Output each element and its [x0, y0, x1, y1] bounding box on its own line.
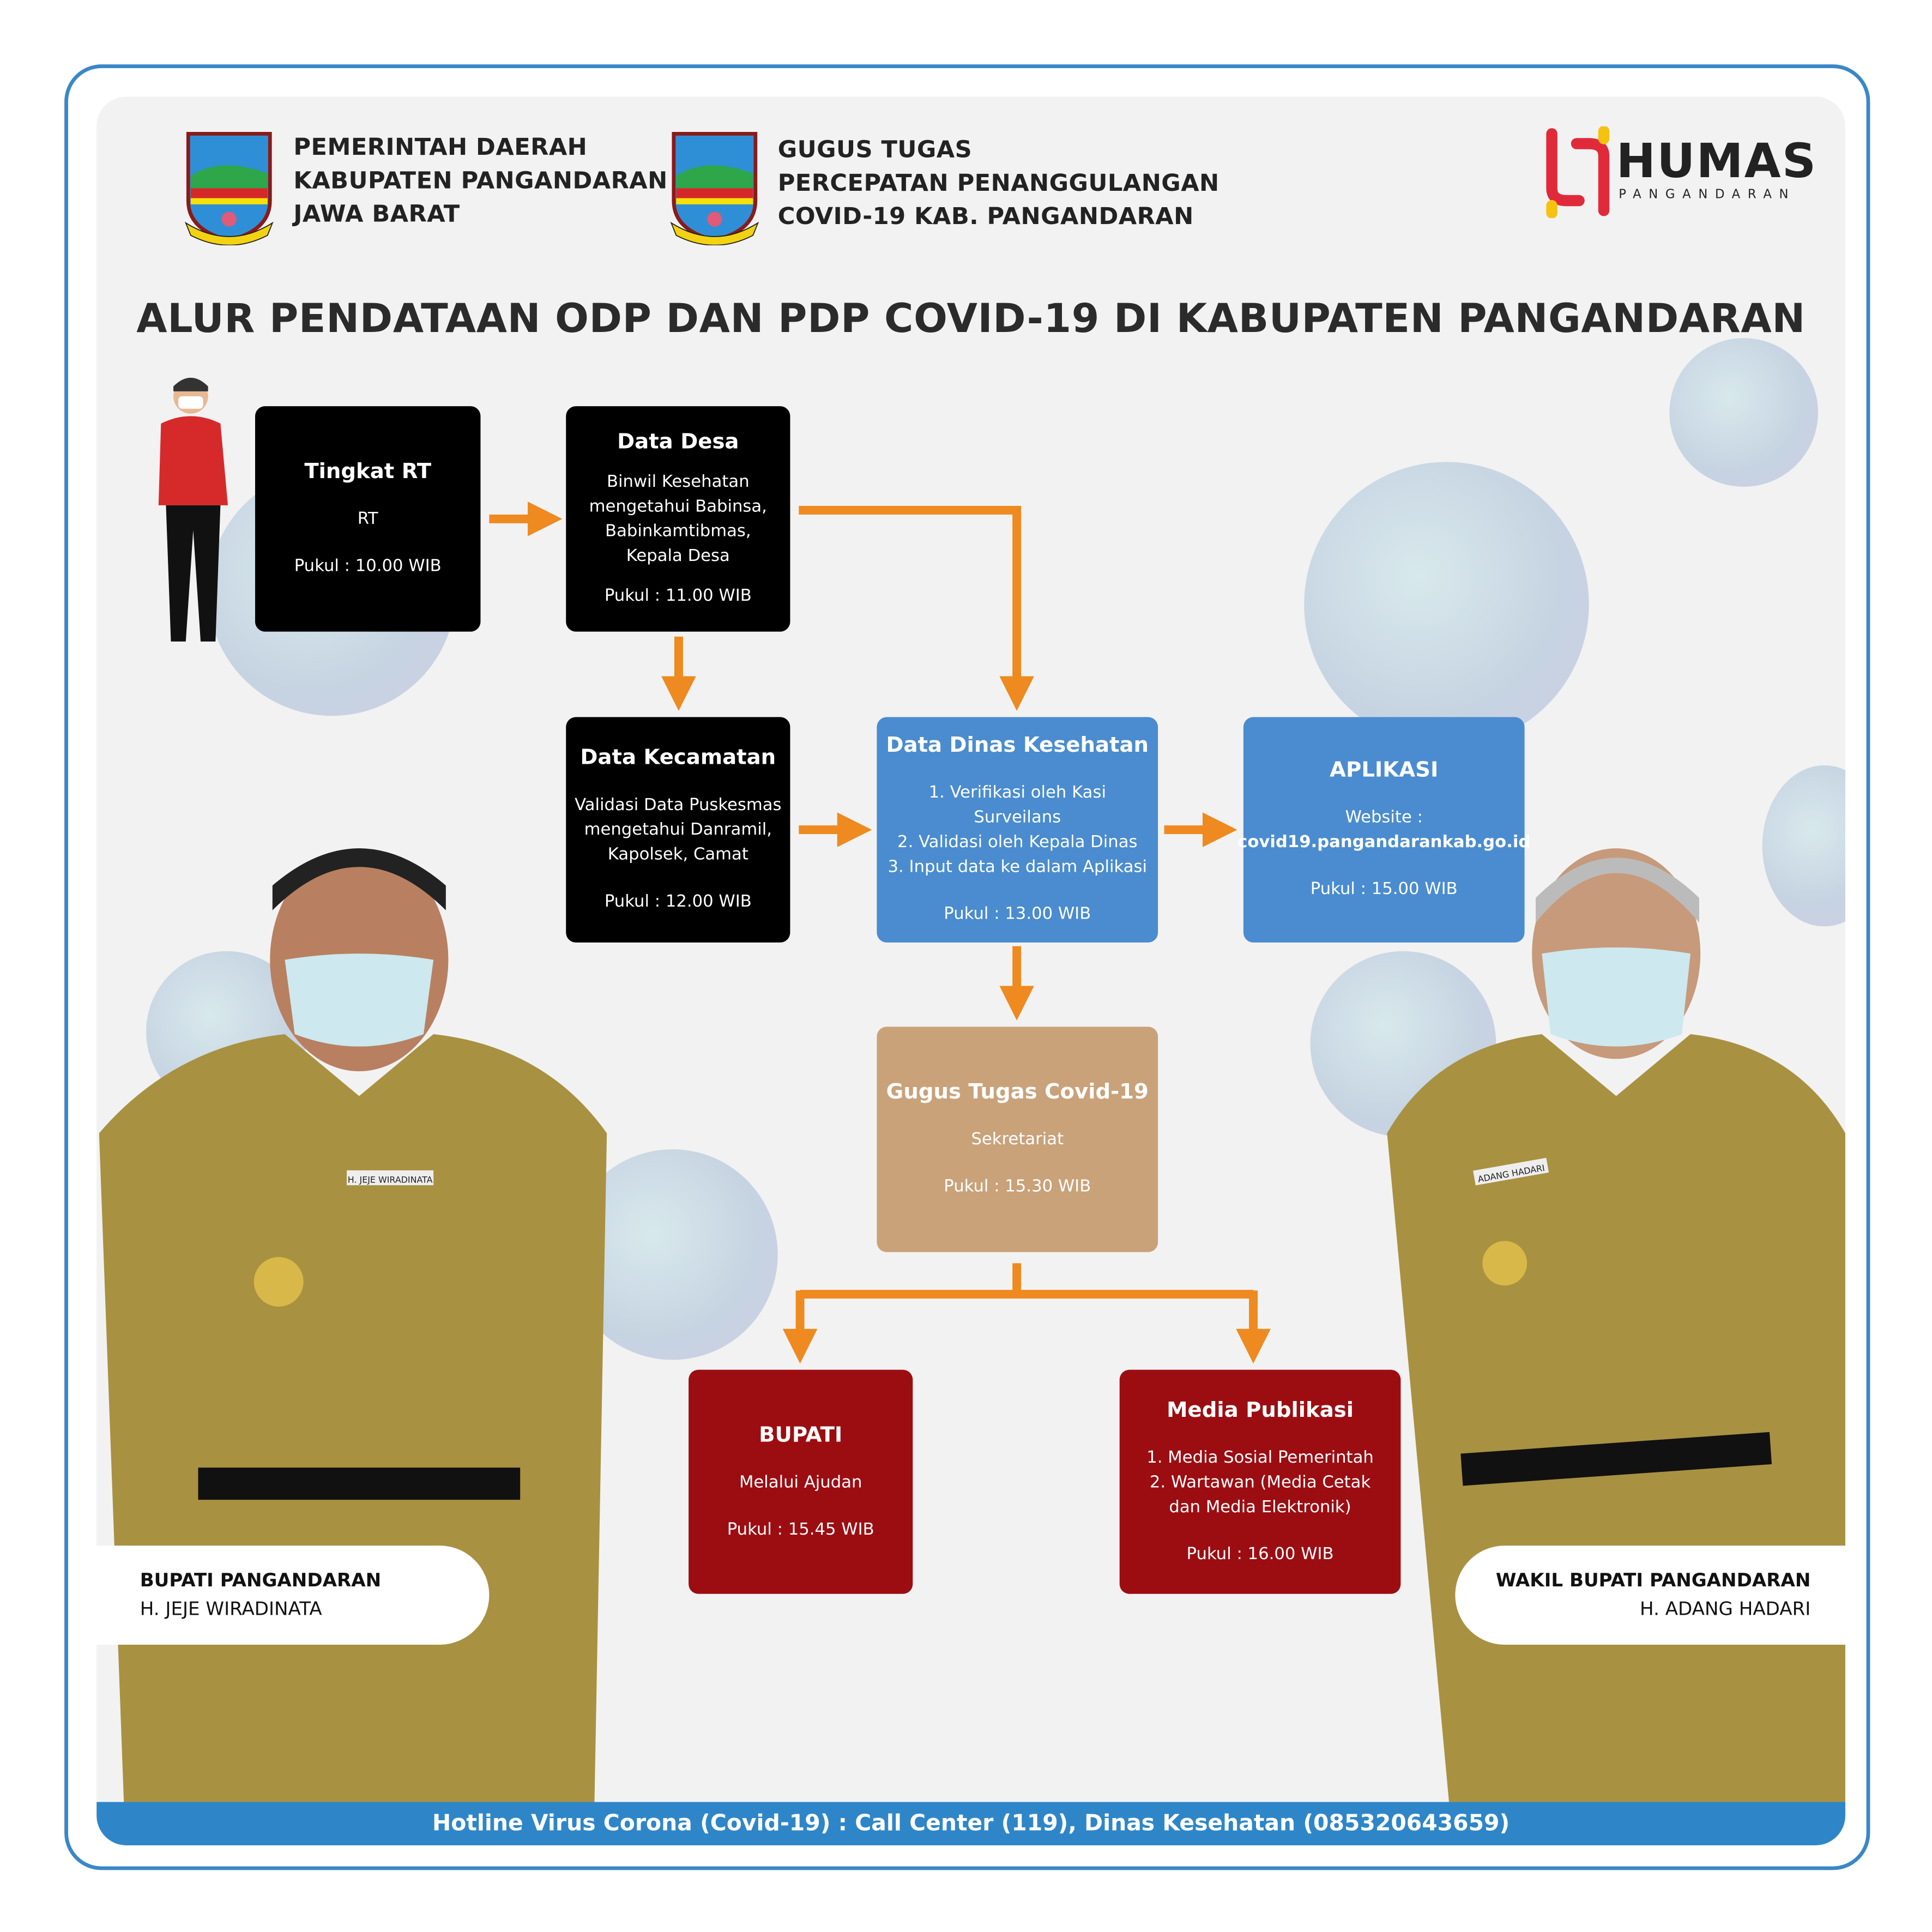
box-time: Pukul : 16.00 WIB	[1186, 1543, 1334, 1564]
flow-box-tingkat-rt: Tingkat RT RT Pukul : 10.00 WIB	[255, 406, 481, 632]
box-time: Pukul : 12.00 WIB	[604, 891, 752, 912]
box-time: Pukul : 15.00 WIB	[1310, 879, 1458, 899]
box-desc: 1. Verifikasi oleh Kasi Surveilans 2. Va…	[887, 782, 1148, 877]
humas-brand-name: HUMAS	[1616, 134, 1818, 189]
citizen-illustration	[158, 377, 228, 642]
org1-line: PEMERINTAH DAERAH	[293, 134, 588, 161]
kabupaten-emblem-logo	[184, 131, 274, 245]
box-desc: Sekretariat	[971, 1129, 1064, 1150]
org2-name: GUGUS TUGAS PERCEPATAN PENANGGULANGAN CO…	[778, 134, 1219, 234]
gugus-tugas-emblem-logo	[670, 131, 759, 245]
box-title: Media Publikasi	[1167, 1397, 1354, 1423]
humas-logo-mark	[1546, 126, 1610, 218]
box-title: Data Desa	[617, 430, 739, 455]
humas-brand-sub: PANGANDARAN	[1619, 188, 1796, 202]
box-title: Gugus Tugas Covid-19	[886, 1080, 1149, 1105]
flow-box-data-desa: Data Desa Binwil Kesehatan mengetahui Ba…	[566, 406, 790, 632]
org2-line: COVID-19 KAB. PANGANDARAN	[777, 203, 1194, 231]
flow-box-aplikasi: APLIKASI Website : covid19.pangandaranka…	[1237, 717, 1530, 943]
bupati-name: H. JEJE WIRADINATA	[140, 1597, 322, 1620]
box-title: APLIKASI	[1330, 758, 1439, 783]
org1-name: PEMERINTAH DAERAH KABUPATEN PANGANDARAN …	[293, 131, 667, 232]
box-desc: Website :	[1345, 807, 1423, 828]
humas-logo: HUMAS PANGANDARAN	[1542, 126, 1816, 218]
aplikasi-website-link[interactable]: covid19.pangandarankab.go.id	[1237, 832, 1531, 852]
org1-line: KABUPATEN PANGANDARAN	[293, 167, 668, 195]
bupati-photo: H. JEJE WIRADINATA	[99, 848, 607, 1802]
bupati-name-card: BUPATI PANGANDARAN H. JEJE WIRADINATA	[96, 1545, 490, 1645]
hotline-footer: Hotline Virus Corona (Covid-19) : Call C…	[96, 1802, 1845, 1845]
wakil-bupati-photo: ADANG HADARI	[1387, 848, 1845, 1802]
outer-frame	[64, 64, 1870, 1870]
org2-line: GUGUS TUGAS	[777, 136, 973, 164]
box-time: Pukul : 13.00 WIB	[944, 904, 1091, 924]
page-title: ALUR PENDATAAN ODP DAN PDP COVID-19 DI K…	[136, 294, 1806, 342]
virus-decoration	[1304, 462, 1589, 747]
wakil-bupati-name-card: WAKIL BUPATI PANGANDARAN H. ADANG HADARI	[1455, 1545, 1845, 1645]
box-time: Pukul : 11.00 WIB	[604, 585, 752, 606]
flow-box-data-kecamatan: Data Kecamatan Validasi Data Puskesmas m…	[566, 717, 790, 943]
box-time: Pukul : 15.45 WIB	[727, 1519, 874, 1539]
arrow-desa-to-dinkes	[799, 506, 1034, 711]
box-desc: RT	[357, 509, 378, 529]
box-desc: Binwil Kesehatan mengetahui Babinsa, Bab…	[589, 472, 767, 566]
org1-line: JAWA BARAT	[293, 201, 460, 228]
box-desc: Validasi Data Puskesmas mengetahui Danra…	[575, 795, 782, 865]
bupati-badge: H. JEJE WIRADINATA	[348, 1175, 433, 1185]
box-title: Data Kecamatan	[580, 745, 776, 771]
box-desc: Melalui Ajudan	[739, 1472, 862, 1492]
box-title: Data Dinas Kesehatan	[886, 733, 1149, 758]
flow-box-bupati: BUPATI Melalui Ajudan Pukul : 15.45 WIB	[689, 1369, 913, 1594]
org2-line: PERCEPATAN PENANGGULANGAN	[777, 170, 1219, 197]
box-desc: 1. Media Sosial Pemerintah 2. Wartawan (…	[1146, 1447, 1374, 1517]
wakil-bupati-name: H. ADANG HADARI	[1640, 1597, 1811, 1620]
arrow-gugus-split	[800, 1263, 1254, 1299]
box-time: Pukul : 15.30 WIB	[944, 1176, 1091, 1197]
virus-decoration	[1669, 338, 1819, 487]
box-time: Pukul : 10.00 WIB	[294, 556, 442, 576]
flow-box-data-dinas-kesehatan: Data Dinas Kesehatan 1. Verifikasi oleh …	[877, 717, 1158, 943]
bupati-role: BUPATI PANGANDARAN	[140, 1569, 382, 1592]
wakil-bupati-role: WAKIL BUPATI PANGANDARAN	[1495, 1569, 1811, 1592]
box-title: BUPATI	[759, 1422, 843, 1447]
flow-box-media-publikasi: Media Publikasi 1. Media Sosial Pemerint…	[1119, 1369, 1401, 1594]
flow-box-gugus-tugas: Gugus Tugas Covid-19 Sekretariat Pukul :…	[877, 1027, 1158, 1252]
box-title: Tingkat RT	[304, 459, 432, 485]
